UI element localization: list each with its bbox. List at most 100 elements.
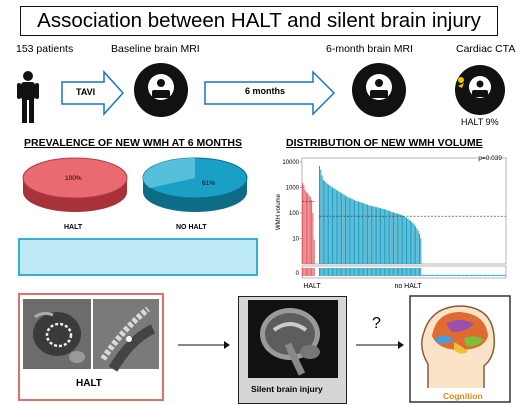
bar: [385, 209, 387, 264]
patients-label: 153 patients: [16, 43, 74, 55]
strip-bar: [403, 268, 405, 276]
bar: [365, 204, 367, 264]
bar: [326, 183, 328, 264]
strip-bar: [383, 268, 385, 276]
bar: [303, 185, 305, 264]
y-tick-label: 1000: [286, 186, 300, 192]
bar: [348, 197, 350, 264]
strip-bar: [460, 274, 462, 276]
nohalt-pie: [142, 157, 248, 212]
bar: [398, 213, 400, 264]
bar: [347, 197, 349, 264]
bar: [395, 213, 397, 264]
strip-bar: [499, 274, 501, 276]
bar: [352, 199, 354, 264]
strip-bar: [352, 268, 354, 276]
strip-bar: [313, 268, 315, 276]
halt-pie: [22, 157, 128, 212]
strip-bar: [343, 268, 345, 276]
bar: [308, 195, 310, 264]
bar: [342, 193, 344, 264]
interval-label: 6 months: [245, 86, 286, 96]
strip-bar: [346, 268, 348, 276]
bar: [334, 188, 336, 264]
strip-bar: [437, 274, 439, 276]
strip-bar: [368, 268, 370, 276]
bar: [400, 214, 402, 264]
strip-bar: [389, 268, 391, 276]
strip-bar: [429, 274, 431, 276]
strip-bar: [446, 274, 448, 276]
strip-bar: [350, 268, 352, 276]
strip-bar: [325, 268, 327, 276]
bar: [372, 206, 374, 264]
strip-bar: [404, 268, 406, 276]
bar: [354, 200, 356, 264]
strip-bar: [454, 274, 456, 276]
strip-bar: [341, 268, 343, 276]
strip-bar: [330, 268, 332, 276]
halt-images-label: HALT: [76, 378, 102, 389]
strip-bar: [457, 274, 459, 276]
strip-bar: [417, 268, 419, 276]
highlight-box: [18, 238, 258, 276]
strip-bar: [342, 268, 344, 276]
strip-bar: [442, 274, 444, 276]
strip-bar: [348, 268, 350, 276]
tavi-arrow-icon: [61, 70, 125, 116]
strip-bar: [480, 274, 482, 276]
bar: [399, 214, 401, 264]
strip-bar: [450, 274, 452, 276]
strip-bar: [408, 268, 410, 276]
question-mark: ?: [372, 315, 381, 332]
bar: [346, 196, 348, 264]
strip-bar: [355, 268, 357, 276]
bar: [406, 217, 407, 264]
bar: [355, 200, 357, 264]
bar: [369, 205, 371, 264]
strip-bar: [354, 268, 356, 276]
strip-bar: [324, 268, 326, 276]
strip-bar: [477, 274, 479, 276]
bar: [411, 221, 413, 264]
strip-bar: [338, 268, 340, 276]
y-tick-label: 0: [296, 271, 300, 277]
bar: [302, 183, 303, 264]
bar: [325, 182, 327, 264]
strip-bar: [485, 274, 487, 276]
halt-rate-label: HALT 9%: [461, 117, 499, 127]
ct-image-stent: [93, 299, 159, 372]
strip-bar: [351, 268, 353, 276]
strip-bar: [380, 268, 382, 276]
strip-bar: [337, 268, 339, 276]
nohalt-pie-value: 61%: [202, 180, 216, 187]
strip-bar: [393, 268, 395, 276]
bar: [396, 213, 398, 264]
distribution-title: DISTRIBUTION OF NEW WMH VOLUME: [286, 137, 483, 149]
bar: [331, 187, 333, 264]
strip-bar: [472, 274, 474, 276]
bar: [380, 208, 382, 264]
bar: [343, 194, 345, 264]
strip-bar: [461, 274, 463, 276]
bar: [389, 210, 391, 264]
strip-bar: [483, 274, 485, 276]
patient-icon: [17, 71, 39, 123]
strip-bar: [329, 268, 331, 276]
strip-bar: [448, 274, 450, 276]
bar: [402, 215, 404, 264]
strip-bar: [439, 274, 441, 276]
strip-bar: [412, 268, 414, 276]
bar: [339, 192, 341, 264]
strip-bar: [447, 274, 449, 276]
strip-bar: [478, 274, 480, 276]
strip-bar: [382, 268, 384, 276]
bar: [415, 226, 417, 264]
bar: [404, 216, 406, 264]
strip-bar: [396, 268, 398, 276]
bar: [407, 218, 409, 264]
strip-bar: [409, 268, 411, 276]
strip-bar: [302, 268, 303, 276]
bar: [387, 210, 389, 264]
strip-bar: [426, 274, 428, 276]
